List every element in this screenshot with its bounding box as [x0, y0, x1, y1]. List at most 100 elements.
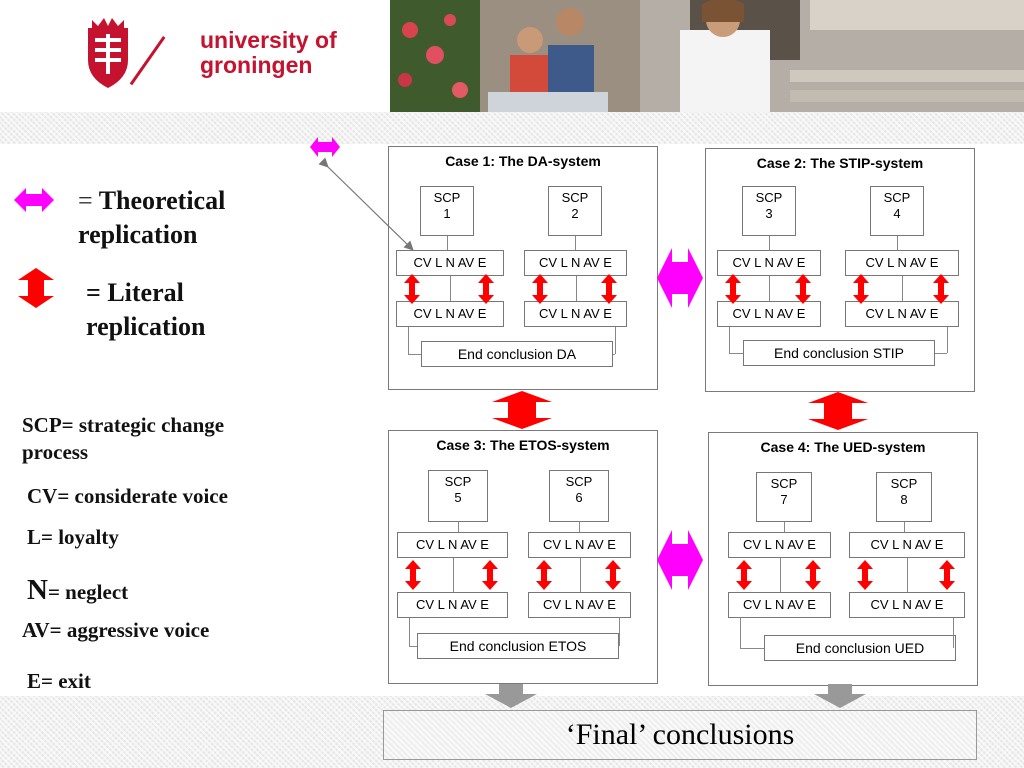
abbr-av: AV= aggressive voice — [22, 618, 210, 642]
literal-arrow-small-icon — [736, 560, 752, 590]
behavior-row: CV L N AV E — [845, 301, 959, 327]
connector-line — [907, 558, 908, 592]
case-title-4: Case 4: The UED-system — [760, 439, 926, 455]
scp-label: SCP — [444, 474, 472, 489]
scp-number: 4 — [893, 206, 901, 221]
behavior-row: CV L N AV E — [397, 532, 508, 558]
abbr-scp-line-1: SCP= strategic change — [22, 413, 225, 437]
behavior-row: CV L N AV E — [849, 532, 965, 558]
case-title-1: Case 1: The DA-system — [445, 153, 601, 169]
behavior-row: CV L N AV E — [528, 532, 631, 558]
case-title-2: Case 2: The STIP-system — [756, 155, 924, 171]
theoretical-line-1: Theoretical — [98, 186, 226, 215]
abbr-cv: CV= considerate voice — [27, 484, 228, 508]
bracket-line — [615, 327, 616, 354]
behavior-row: CV L N AV E — [717, 250, 821, 276]
scp-label: SCP — [890, 476, 918, 491]
behavior-row: CV L N AV E — [845, 250, 959, 276]
scp-number: 1 — [443, 206, 451, 221]
abbr-l: L= loyalty — [27, 525, 119, 549]
scp-label: SCP — [883, 190, 911, 205]
theoretical-replication-icon — [14, 188, 54, 212]
final-conclusions-box: ‘Final’ conclusions — [383, 710, 977, 760]
university-wordmark: university of groningen — [200, 28, 337, 78]
banner-photo — [390, 0, 1024, 112]
brand-line-1: university of — [200, 27, 337, 53]
literal-arrow-small-icon — [725, 273, 741, 304]
connector-line — [897, 236, 898, 250]
behavior-row: CV L N AV E — [397, 592, 508, 618]
literal-arrow-case-2-4-icon — [808, 392, 868, 430]
literal-arrow-small-icon — [404, 273, 420, 304]
equals-symbol: = — [78, 186, 93, 215]
end-conclusion-box: End conclusion UED — [764, 635, 956, 661]
scp-label: SCP — [561, 190, 589, 205]
literal-arrow-small-icon — [536, 560, 552, 590]
connector-line — [769, 236, 770, 250]
bracket-line — [947, 327, 948, 353]
scp-number: 7 — [780, 492, 788, 507]
behavior-row: CV L N AV E — [528, 592, 631, 618]
literal-arrow-case-1-3-icon — [492, 391, 552, 429]
literal-replication-icon — [18, 268, 54, 308]
connector-line — [579, 558, 581, 592]
behavior-row: CV L N AV E — [524, 301, 627, 327]
scp-number: 6 — [575, 490, 583, 505]
connector-line — [447, 236, 448, 250]
end-conclusion-box: End conclusion ETOS — [417, 633, 619, 659]
brand-slash — [129, 36, 166, 86]
behavior-row: CV L N AV E — [728, 532, 831, 558]
connector-line — [904, 522, 905, 532]
theoretical-replication-label: = Theoretical replication — [78, 184, 225, 252]
theoretical-arrow-case-1-2-icon — [657, 248, 703, 308]
literal-arrow-small-icon — [601, 273, 617, 304]
case-title-3: Case 3: The ETOS-system — [436, 437, 610, 453]
literal-arrow-small-icon — [532, 273, 548, 304]
bracket-line — [409, 646, 417, 647]
end-conclusion-box: End conclusion STIP — [743, 340, 935, 366]
brand-line-2: groningen — [200, 52, 313, 78]
bracket-line — [740, 648, 764, 649]
connector-line — [458, 522, 459, 532]
scp-number: 8 — [900, 492, 908, 507]
abbr-n-rest: = neglect — [47, 580, 129, 604]
behavior-row: CV L N AV E — [396, 250, 504, 276]
scp-number: 5 — [454, 490, 462, 505]
bracket-line — [740, 618, 741, 648]
bracket-line — [953, 618, 954, 648]
connector-line — [452, 558, 454, 592]
bracket-line — [408, 327, 409, 354]
bracket-line — [613, 354, 615, 355]
scp-label: SCP — [565, 474, 593, 489]
behavior-row: CV L N AV E — [717, 301, 821, 327]
behavior-row: CV L N AV E — [728, 592, 831, 618]
literal-replication-label: = Literal replication — [86, 276, 205, 344]
connector-line — [769, 276, 770, 301]
university-crest-icon — [88, 18, 128, 88]
header-banner: university of groningen — [0, 0, 1024, 112]
scp-label: SCP — [770, 476, 798, 491]
behavior-row: CV L N AV E — [849, 592, 965, 618]
bracket-line — [409, 618, 410, 646]
connector-line — [779, 558, 781, 592]
behavior-row: CV L N AV E — [524, 250, 627, 276]
bracket-line — [729, 353, 743, 354]
connector-line — [575, 236, 576, 250]
literal-arrow-small-icon — [482, 560, 498, 590]
abbr-n-letter: N — [27, 574, 48, 606]
scp-number: 3 — [765, 206, 773, 221]
theoretical-arrow-case-3-4-icon — [657, 530, 703, 590]
literal-line-1: = Literal — [86, 278, 184, 307]
literal-arrow-small-icon — [405, 560, 421, 590]
abbr-n: N= neglect — [27, 574, 128, 608]
literal-arrow-small-icon — [933, 273, 949, 304]
bracket-line — [619, 618, 620, 646]
scp-label: SCP — [433, 190, 461, 205]
connector-line — [784, 522, 785, 532]
bracket-line — [729, 327, 730, 353]
literal-arrow-small-icon — [939, 560, 955, 590]
